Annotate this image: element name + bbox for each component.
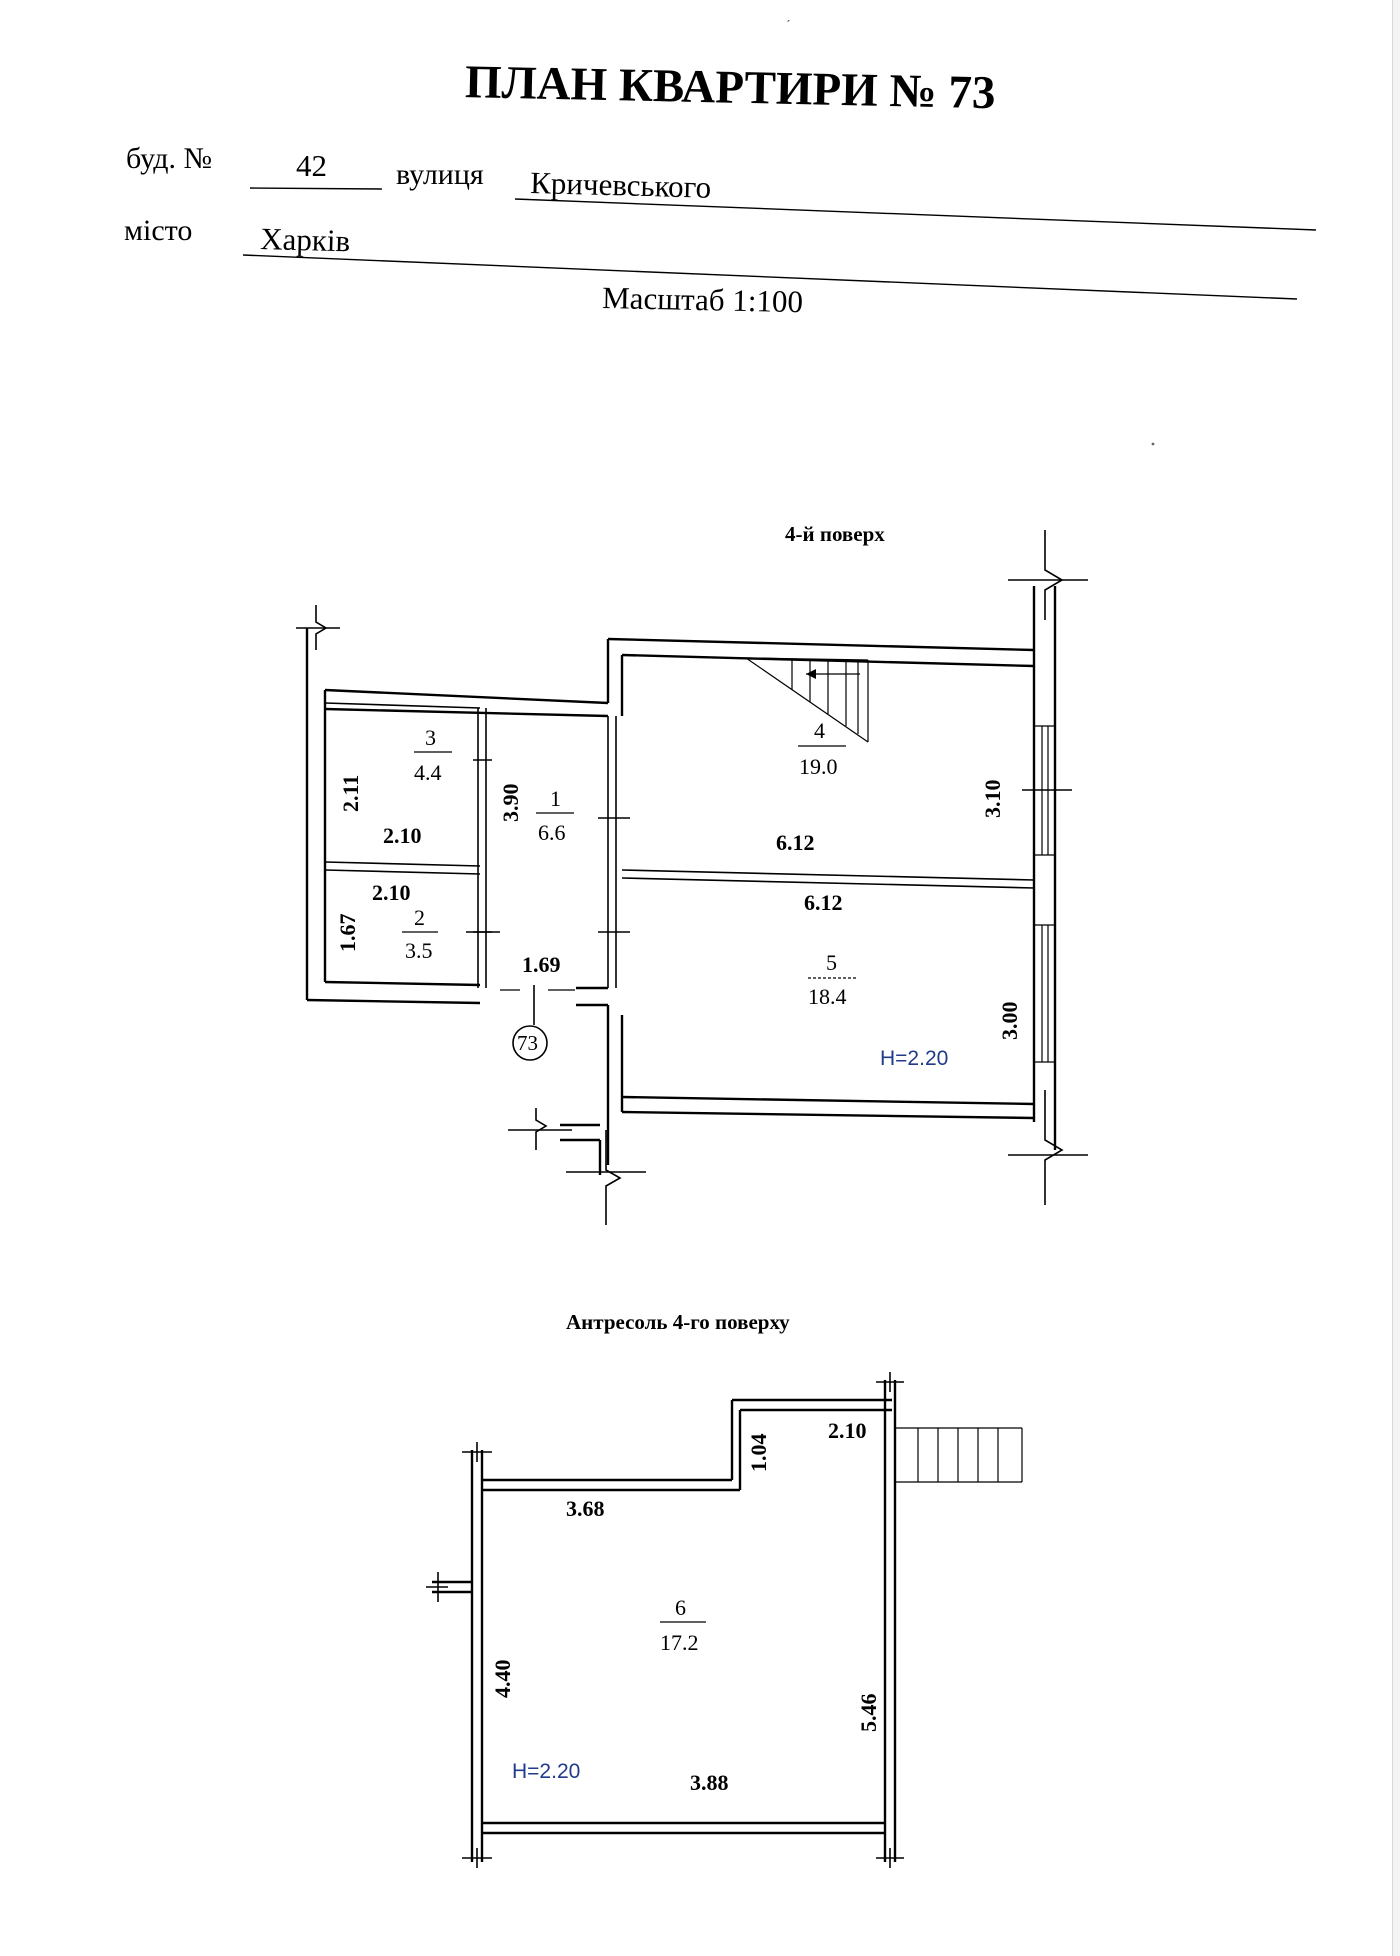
dim-3-10: 3.10 xyxy=(980,780,1005,819)
room-4-number: 4 xyxy=(814,718,825,743)
apartment-marker-number: 73 xyxy=(517,1031,538,1055)
document-header: ПЛАН КВАРТИРИ № 73 буд. № 42 вулиця Крич… xyxy=(124,17,1317,446)
room-1-number: 1 xyxy=(550,786,561,811)
building-label: буд. № xyxy=(126,142,212,175)
dim-3-00: 3.00 xyxy=(997,1002,1022,1041)
floor4-break-symbols xyxy=(296,530,1088,1225)
floor4-plan: 4-й поверх xyxy=(296,522,1088,1225)
mezzanine-height: H=2.20 xyxy=(512,1760,580,1783)
mezzanine-stair xyxy=(895,1427,1023,1483)
scale-label: Масштаб 1:100 xyxy=(602,280,803,319)
stray-mark: ˊ xyxy=(786,17,791,33)
room-2-area: 3.5 xyxy=(405,938,433,963)
street-value: Кричевського xyxy=(530,165,712,205)
city-underline xyxy=(242,254,1298,300)
dim-1-67: 1.67 xyxy=(335,914,360,953)
floor4-partitions xyxy=(324,702,1035,988)
dim-3-88: 3.88 xyxy=(690,1770,729,1795)
room-2-number: 2 xyxy=(414,905,425,930)
dim-6-12-b: 6.12 xyxy=(804,890,843,915)
city-label: місто xyxy=(124,214,192,247)
room-4-area: 19.0 xyxy=(799,754,838,779)
room-4-label: 4 19.0 xyxy=(798,718,846,779)
dim-5-46: 5.46 xyxy=(856,1694,881,1733)
floor4-outer-walls xyxy=(305,586,1057,1175)
street-underline xyxy=(514,198,1317,231)
stray-dot xyxy=(1151,442,1155,446)
dim-6-12-a: 6.12 xyxy=(776,830,815,855)
apartment-marker-circle xyxy=(512,1025,548,1061)
dim-2-10: 2.10 xyxy=(828,1418,867,1443)
city-value: Харків xyxy=(260,221,351,258)
room-3-area: 4.4 xyxy=(414,760,442,785)
room-5-number: 5 xyxy=(826,950,837,975)
room-3-label: 3 4.4 xyxy=(414,725,452,785)
document-title: ПЛАН КВАРТИРИ № 73 xyxy=(465,56,996,119)
mezzanine-walls xyxy=(426,1372,904,1868)
dim-2-10-a: 2.10 xyxy=(383,823,422,848)
room-6-label: 6 17.2 xyxy=(660,1595,706,1655)
mezzanine-plan: Антресоль 4-го поверху xyxy=(426,1310,1023,1868)
dim-1-04: 1.04 xyxy=(746,1434,771,1473)
dim-2-10-b: 2.10 xyxy=(372,880,411,905)
dim-1-69: 1.69 xyxy=(522,952,561,977)
room-2-label: 2 3.5 xyxy=(402,905,438,963)
room-5-area: 18.4 xyxy=(808,984,847,1009)
mezzanine-caption: Антресоль 4-го поверху xyxy=(566,1310,790,1334)
room-1-area: 6.6 xyxy=(538,820,566,845)
building-number: 42 xyxy=(296,148,327,183)
room-5-label: 5 18.4 xyxy=(808,950,856,1009)
page-edge xyxy=(1392,0,1400,1956)
floor4-height: H=2.20 xyxy=(880,1047,948,1070)
room-6-area: 17.2 xyxy=(660,1630,699,1655)
dim-2-11: 2.11 xyxy=(338,775,363,812)
dim-3-68: 3.68 xyxy=(566,1496,605,1521)
room-1-label: 1 6.6 xyxy=(536,786,574,845)
room-6-number: 6 xyxy=(675,1595,686,1620)
apartment-entry-marker: 73 xyxy=(500,985,575,1061)
room-3-number: 3 xyxy=(425,725,436,750)
dim-3-90: 3.90 xyxy=(498,784,523,823)
floor4-windows xyxy=(1022,725,1072,1063)
dim-4-40: 4.40 xyxy=(490,1660,515,1699)
street-label: вулиця xyxy=(396,158,484,191)
building-number-underline xyxy=(249,187,383,190)
floor4-stair xyxy=(745,657,869,743)
floor4-caption: 4-й поверх xyxy=(785,522,885,546)
